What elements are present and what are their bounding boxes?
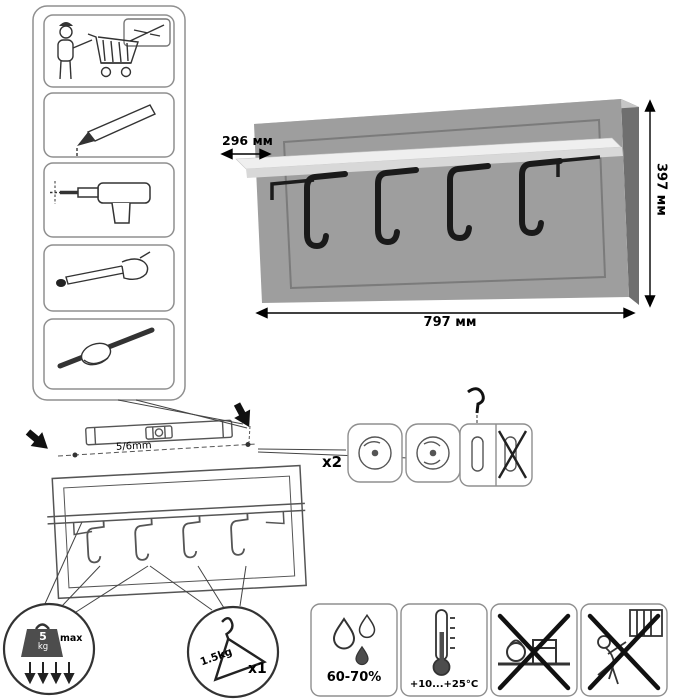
fastener-cap-icons: [347, 423, 461, 483]
shelf-top: [235, 137, 622, 170]
panel-groove: [282, 118, 607, 290]
hanger-load-badge: [186, 605, 280, 699]
shelf-max-word-label: max: [60, 633, 83, 644]
hook: [375, 167, 419, 246]
humidity-label: 60-70%: [326, 670, 382, 685]
drill-guide-line: [57, 425, 257, 458]
temperature-icon: [432, 609, 455, 676]
shelf-depth-label: 296 мм: [222, 133, 273, 148]
shelf-bracket-left: [270, 178, 315, 200]
fastener-count-label: x2: [322, 453, 343, 471]
width-label: 797 мм: [423, 315, 477, 330]
shelf-edge: [246, 147, 623, 178]
panel-side-face: [621, 99, 639, 305]
weight-icon: [21, 629, 63, 657]
hook: [447, 163, 491, 242]
tools-panel: [32, 5, 186, 401]
hook: [304, 171, 348, 250]
temperature-label: +10...+25°C: [409, 679, 479, 690]
panel-outline-drawing: [47, 464, 307, 600]
prepare-tools-icon: [57, 18, 171, 80]
height-label: 397 мм: [653, 163, 669, 216]
mount-arrow-left: [25, 429, 48, 449]
wall-hook-icon: [467, 387, 485, 424]
spirit-level: [85, 419, 233, 446]
insert-rod-icon: [57, 327, 155, 369]
hook: [519, 158, 563, 237]
drill-icon: [50, 181, 151, 224]
load-direction-arrows: [24, 662, 75, 685]
dimension-arrows: [220, 99, 656, 319]
shelf-max-value-label: 5: [39, 630, 47, 643]
weight-handle: [35, 623, 50, 630]
humidity-icon: [332, 613, 376, 666]
glue-dowel-icon: [56, 251, 151, 287]
drill-size-label: 5/6mm: [115, 440, 152, 453]
no-climb-cross-icon: [587, 613, 661, 691]
product-render: [235, 99, 639, 305]
panel-front-face: [254, 99, 629, 303]
pencil-icon: [76, 104, 156, 156]
keyhole-orientation-icon: [459, 423, 533, 487]
shelf-max-load-badge: [2, 602, 96, 696]
hanger-count-label: x1: [248, 661, 267, 677]
no-heavy-load-cross-icon: [497, 613, 571, 691]
mount-arrow-right: [233, 402, 251, 427]
shelf-max-unit-label: kg: [37, 642, 49, 652]
hanger-icon: [213, 617, 267, 682]
